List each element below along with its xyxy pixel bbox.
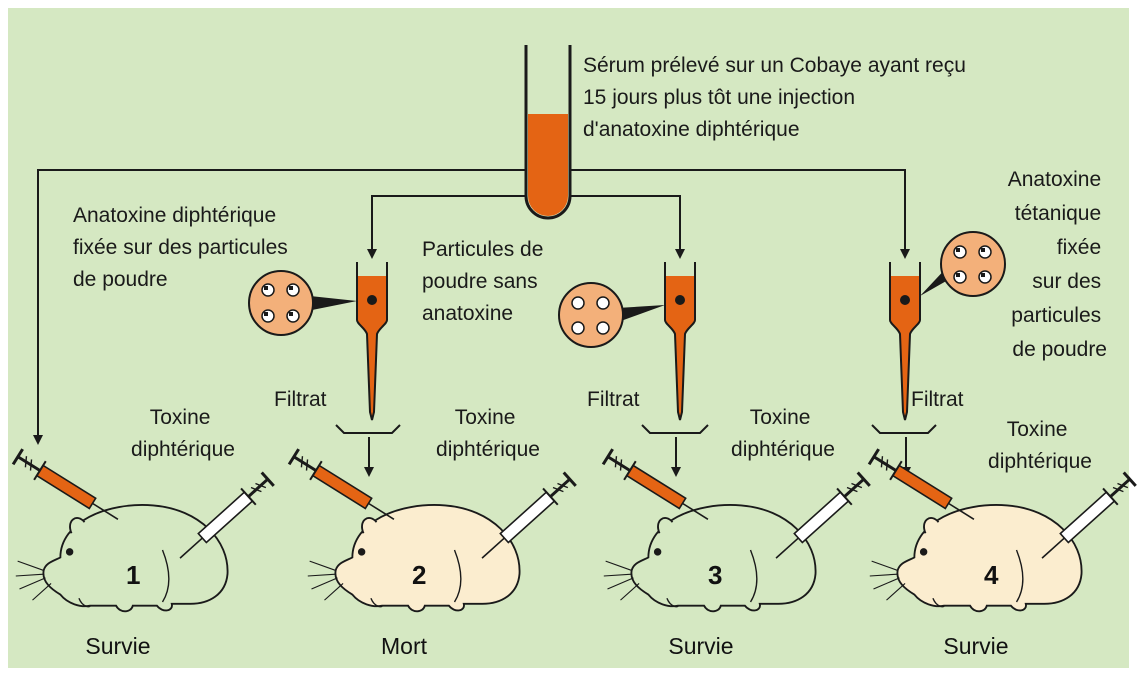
animal-number-3: 3: [708, 560, 722, 590]
label-filtrat-3: Filtrat: [587, 388, 640, 411]
animal-number-1: 1: [126, 560, 140, 590]
label-filtrat-4: Filtrat: [911, 388, 964, 411]
label-filtrat-2: Filtrat: [274, 388, 327, 411]
outcome-3: Survie: [668, 633, 733, 659]
animal-number-2: 2: [412, 560, 426, 590]
outcome-4: Survie: [943, 633, 1008, 659]
outcome-2: Mort: [381, 633, 428, 659]
animal-number-4: 4: [984, 560, 999, 590]
outcome-1: Survie: [85, 633, 150, 659]
